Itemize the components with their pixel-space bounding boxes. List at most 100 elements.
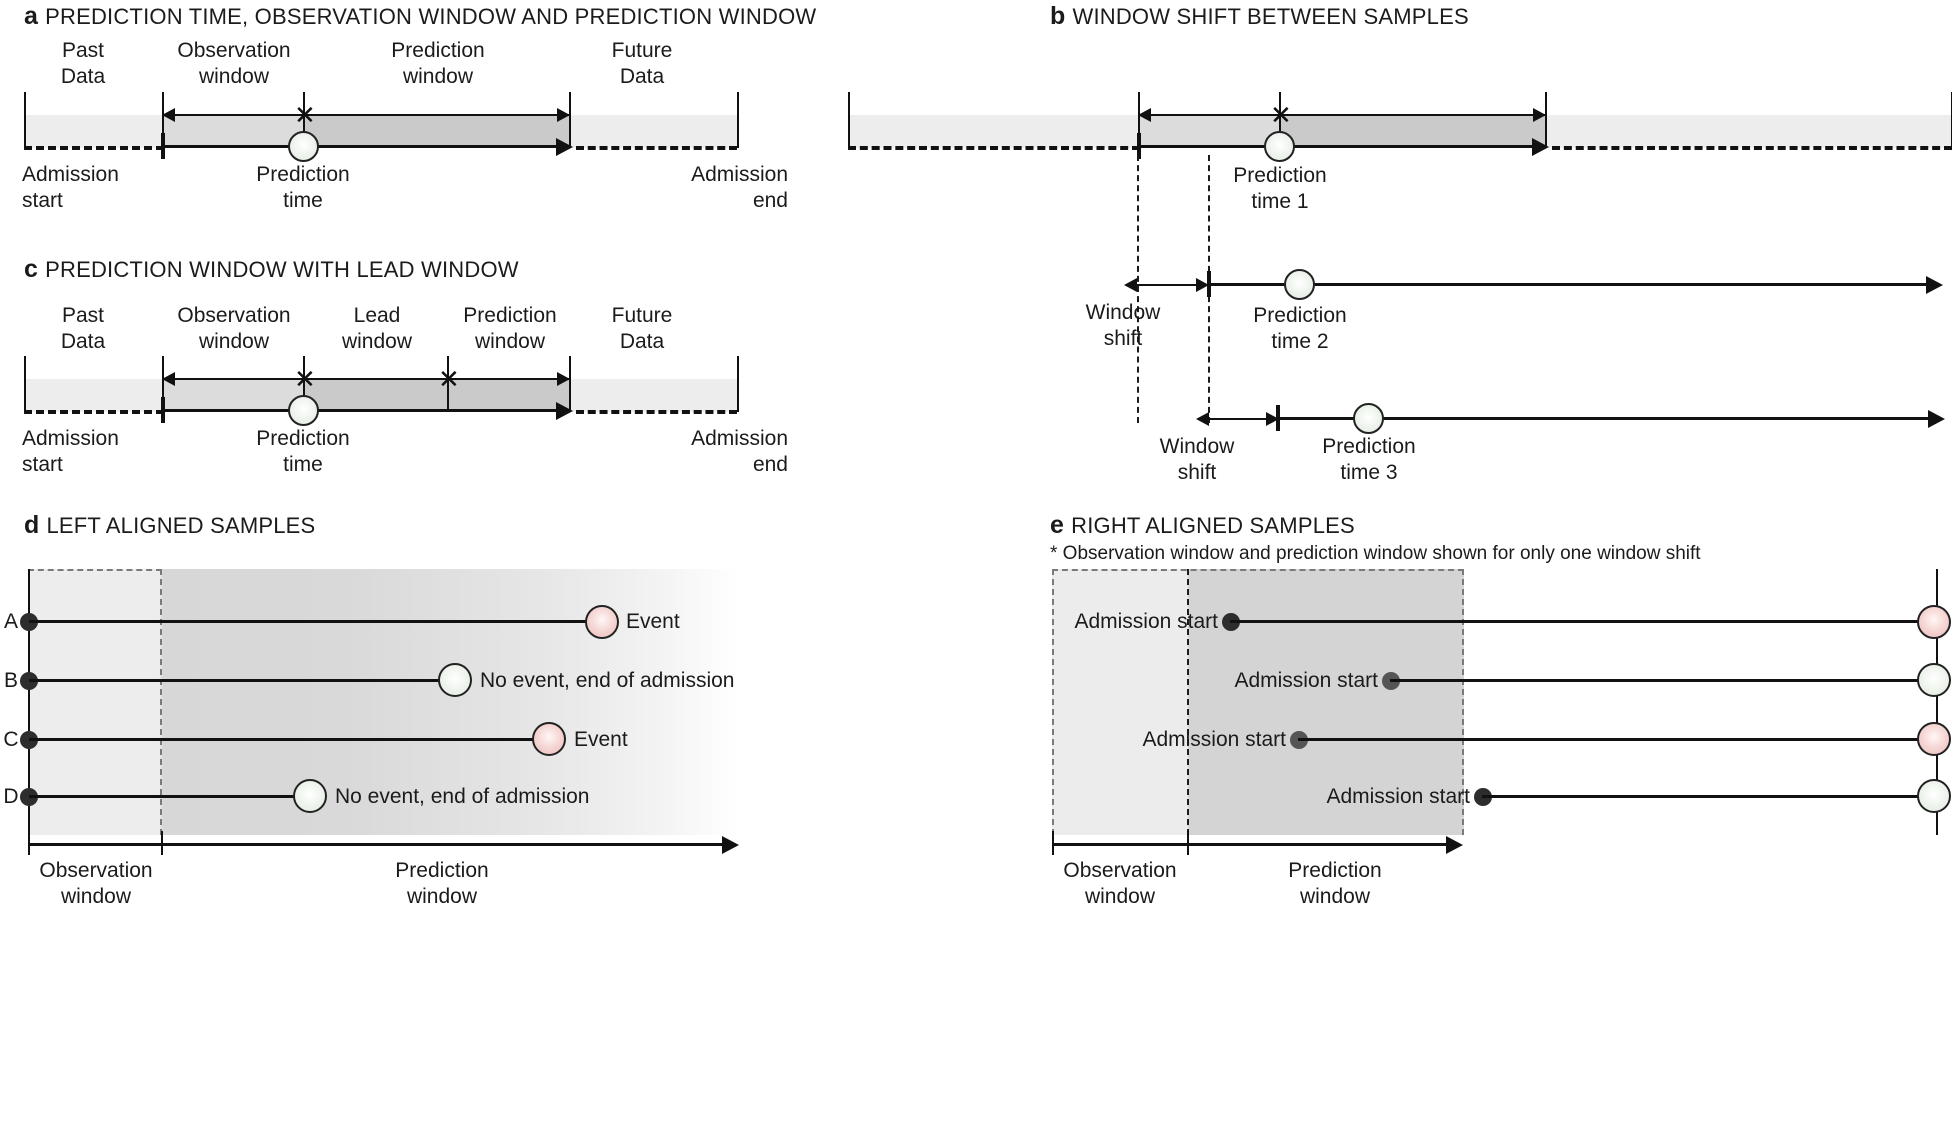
label-line1: Admission [691,427,788,450]
panel-a-title-text: PREDICTION TIME, OBSERVATION WINDOW AND … [45,4,817,29]
panel-e-observation-fill [1052,569,1188,835]
panel-e-x-axis-arrow-icon [1446,836,1463,854]
panel-b-tick-prediction-time [1279,92,1281,148]
panel-b-row3-arrow-icon [1928,410,1945,428]
label-line1: Observation [39,859,153,882]
panel-e-obs-pred-divider [1187,569,1189,835]
panel-c-measure-arrow-left-icon [162,372,175,386]
panel-c-tick-admission-end [737,356,739,412]
label-line2: time [283,189,323,212]
panel-d-axis-label-prediction-window: Prediction window [362,858,522,910]
panel-c-label-admission-end: Admission end [600,426,788,478]
label-line1: Observation [1063,859,1177,882]
panel-b-row3-shift-arrow-left-icon [1196,412,1209,426]
panel-d-row-D-outcome: No event, end of admission [335,785,590,808]
label-line2: window [1299,885,1371,908]
panel-c-label-admission-start: Admission start [22,426,202,478]
label-line1: Prediction [1253,304,1347,327]
label-line1: Prediction [256,427,350,450]
panel-a-tick-prediction-time [303,92,305,148]
label-line1: Admission [22,427,119,450]
label-line2: window [60,885,132,908]
panel-c-baseline-start-mark [161,397,165,423]
panel-b-baseline-start-mark [1137,133,1141,159]
panel-b-prediction-fill [1280,115,1546,148]
panel-b-label-window-shift-3: Window shift [1122,434,1272,486]
panel-c-tick-admission-start [24,356,26,412]
panel-b-measure-arrow-left-icon [1138,108,1151,122]
panel-a-observation-fill [162,115,304,148]
panel-d-row-A-line [29,620,589,623]
panel-b-prediction-time-3-marker [1353,403,1384,434]
panel-a-label-prediction-window: Prediction window [305,38,571,90]
panel-d-x-axis-start-tick [28,831,30,855]
panel-a-window-measure-line [165,114,569,116]
panel-e-title-text: RIGHT ALIGNED SAMPLES [1071,513,1355,538]
panel-a-tick-pred-end [569,92,571,148]
panel-a-prediction-fill [304,115,570,148]
label-line1: Prediction [256,163,350,186]
panel-c-label-prediction-window: Prediction window [449,303,571,355]
panel-a-measure-arrow-right-icon [557,108,570,122]
panel-b-tick-pred-end [1545,92,1547,148]
panel-c-label-past-data: Past Data [18,303,148,355]
label-line2: start [22,189,63,212]
label-line2: Data [60,65,106,88]
panel-a-prediction-time-marker [288,131,319,162]
panel-d-y-axis [28,569,30,835]
label-line1: Past [61,304,105,327]
label-line2: time 2 [1271,330,1329,353]
panel-d-background-gradient [28,569,738,835]
label-line1: Admission [691,163,788,186]
panel-d-axis-label-observation-window: Observation window [24,858,168,910]
panel-c-baseline-dashed-right [576,410,737,414]
panel-b-row2-shift-line [1126,284,1208,286]
panel-e-row-2-label: Admission start [1234,669,1378,692]
panel-e-windows-dashed-box [1052,569,1464,835]
panel-b-measure-arrow-right-icon [1533,108,1546,122]
panel-a-baseline-start-mark [161,133,165,159]
panel-a-tick-admission-end [737,92,739,148]
panel-b-row2-line [1208,283,1933,286]
panel-a-label-prediction-time: Prediction time [223,162,383,214]
panel-a-label-admission-end: Admission end [600,162,788,214]
panel-b-baseline-solid [1138,145,1538,148]
panel-b-baseline-dashed-right [1552,146,1952,150]
panel-b-row3-shift-line [1198,418,1278,420]
label-line2: Data [619,65,665,88]
panel-b-observation-fill [1138,115,1280,148]
panel-d-row-label-C: C [3,728,19,751]
label-line2: window [1084,885,1156,908]
label-line2: time 1 [1251,190,1309,213]
panel-c-baseline-arrow-icon [556,402,573,420]
panel-b-baseline-arrow-icon [1532,138,1549,156]
panel-c-letter: c [24,255,39,283]
panel-c-tick-pred-end [569,356,571,412]
label-line1: Admission [22,163,119,186]
panel-d-row-label-D: D [3,785,19,808]
label-line2: window [198,330,270,353]
label-line2: time [283,453,323,476]
label-line1: Observation [177,304,291,327]
label-line1: Prediction [395,859,489,882]
label-line2: shift [1103,327,1143,350]
label-line2: window [402,65,474,88]
panel-d-x-axis [28,843,728,846]
panel-c-baseline-dashed-left [24,410,164,414]
label-line2: window [474,330,546,353]
panel-d-letter: d [24,511,40,539]
label-line1: Future [611,39,673,62]
panel-b-row3-shift-arrow-right-icon [1266,412,1279,426]
panel-c-label-prediction-time: Prediction time [223,426,383,478]
panel-c-lead-fill [304,379,448,412]
label-line1: Window [1085,301,1161,324]
panel-e-row-1-line [1230,620,1918,623]
panel-b-xmark-icon: ✕ [1270,100,1292,130]
label-line1: Window [1159,435,1235,458]
